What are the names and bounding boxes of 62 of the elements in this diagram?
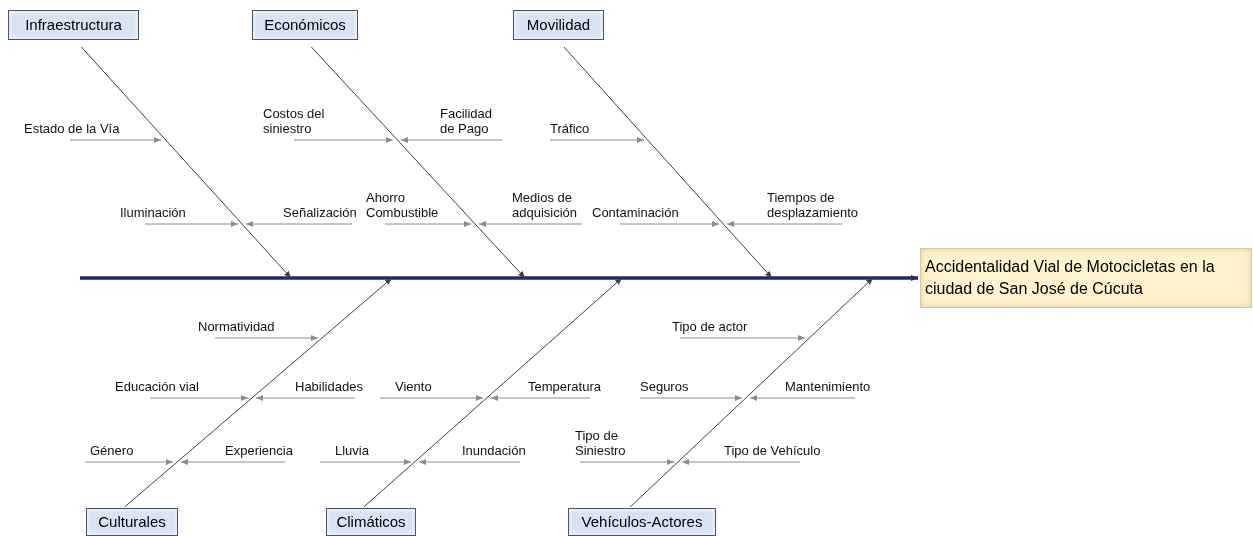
arrow (639, 395, 743, 401)
arrow (180, 459, 286, 465)
arrow (144, 221, 239, 227)
category-box: Económicos (252, 10, 358, 40)
cause-label: Contaminación (592, 205, 679, 221)
cause-label: Tráfico (550, 121, 590, 137)
cause-label: Experiencia (225, 443, 293, 459)
category-box: Culturales (86, 508, 178, 536)
category-box: Vehículos-Actores (568, 508, 716, 536)
arrow (80, 46, 292, 279)
cause-label: Facilidad de Pago (440, 105, 506, 137)
arrow (490, 395, 591, 401)
arrow (293, 137, 394, 143)
arrow (679, 335, 806, 341)
cause-label: Inundación (462, 443, 526, 459)
category-box: Climáticos (326, 508, 416, 536)
cause-label: Normatividad (198, 319, 275, 335)
arrow (681, 459, 801, 465)
cause-label: Viento (380, 379, 432, 395)
arrow (418, 459, 521, 465)
arrow (563, 46, 773, 279)
cause-label: Género (85, 443, 134, 459)
arrow (749, 395, 856, 401)
arrow (384, 221, 472, 227)
category-box: Movilidad (513, 10, 604, 40)
arrow (245, 221, 353, 227)
cause-label: Lluvia (320, 443, 369, 459)
arrow (379, 395, 484, 401)
cause-label: Ahorro Combustible (366, 189, 446, 221)
cause-label: Iluminación (120, 205, 186, 221)
cause-label: Tipo de Vehículo (724, 443, 821, 459)
arrow (726, 221, 843, 227)
cause-label: Medios de adquisición (512, 189, 592, 221)
arrow (84, 459, 174, 465)
arrow (400, 137, 503, 143)
arrow (629, 277, 874, 508)
cause-label: Temperatura (528, 379, 601, 395)
cause-label: Tipo de Siniestro (575, 427, 641, 459)
cause-label: Seguros (640, 379, 689, 395)
cause-label: Tipo de actor (672, 319, 748, 335)
cause-label: Tiempos de desplazamiento (767, 189, 872, 221)
category-box: Infraestructura (8, 10, 139, 40)
arrow (478, 221, 583, 227)
arrow (579, 459, 675, 465)
cause-label: Educación vial (115, 379, 199, 395)
cause-label: Habilidades (295, 379, 363, 395)
arrow (319, 459, 412, 465)
cause-label: Señalización (283, 205, 357, 221)
arrow (255, 395, 356, 401)
arrow (619, 221, 720, 227)
arrow (214, 335, 319, 341)
arrow (124, 277, 393, 508)
arrow (149, 395, 249, 401)
spine-arrow (80, 275, 918, 281)
arrow (549, 137, 645, 143)
effect-box: Accidentalidad Vial de Motocicletas en la ciudad de San José de Cúcuta (920, 248, 1252, 308)
cause-label: Estado de la Vía (24, 121, 120, 137)
arrow (69, 137, 162, 143)
arrow (310, 46, 526, 279)
arrow (363, 277, 623, 508)
cause-label: Mantenimiento (785, 379, 871, 395)
cause-label: Costos del siniestro (263, 105, 335, 137)
